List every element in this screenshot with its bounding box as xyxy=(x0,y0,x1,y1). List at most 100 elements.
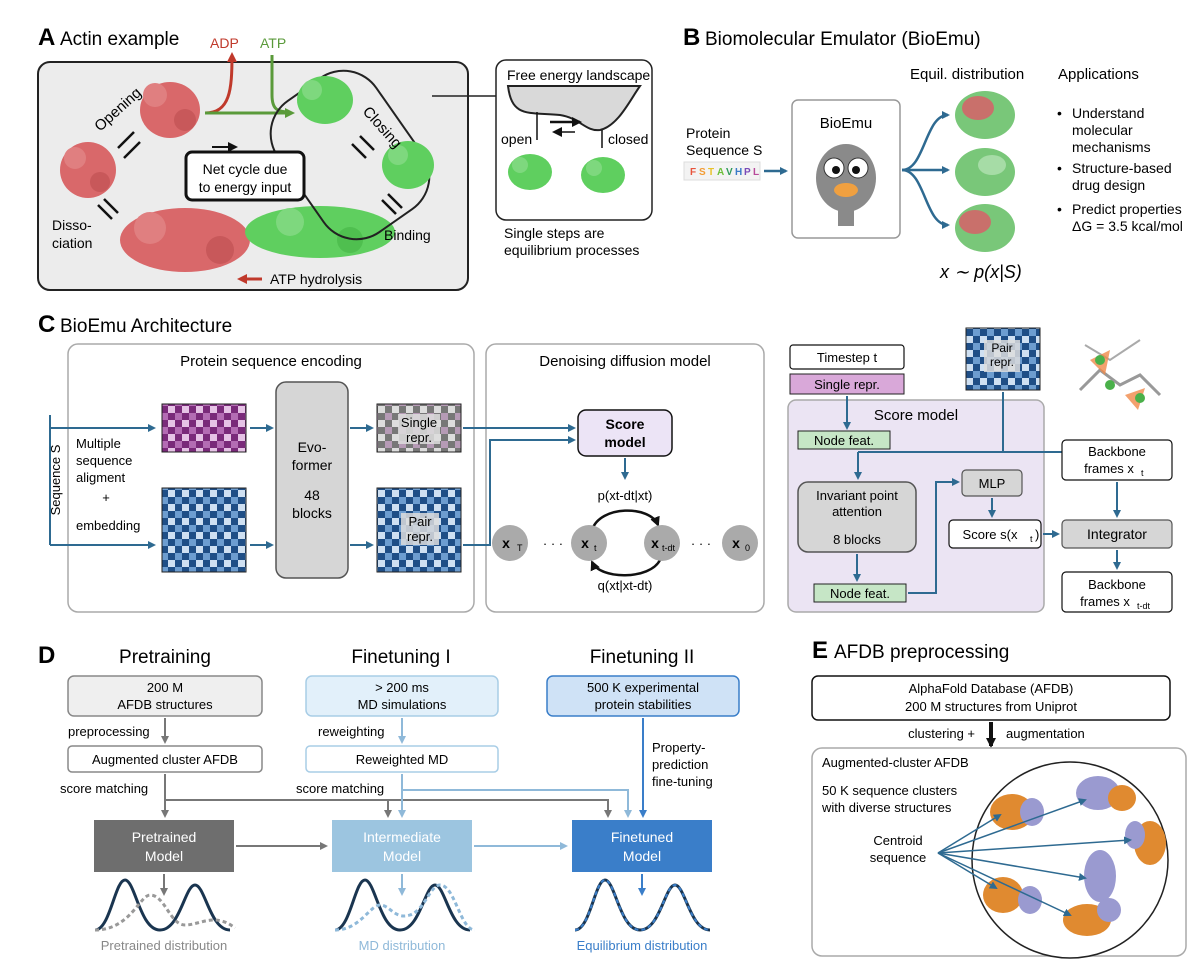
eq-dist-plot xyxy=(574,878,711,932)
svg-text:x: x xyxy=(732,535,740,551)
q-label: q(xt|xt-dt) xyxy=(598,578,653,593)
pretraining-title: Pretraining xyxy=(119,647,211,668)
augmented-box xyxy=(67,745,263,773)
clusters-line1: 50 K sequence clusters xyxy=(822,783,958,798)
clusters-line2: with diverse structures xyxy=(821,800,952,815)
score-matching-label1: score matching xyxy=(60,781,148,796)
svg-text:t: t xyxy=(594,543,597,553)
seq-letter: S xyxy=(699,167,706,178)
afdb-source-line2: AFDB structures xyxy=(117,697,213,712)
integrator-label: Integrator xyxy=(1087,526,1147,542)
finetuned-model-box xyxy=(572,820,712,872)
reverse-loop xyxy=(590,559,662,577)
structure-3 xyxy=(955,204,1015,252)
seq-strip xyxy=(683,161,761,181)
single-repr-strip xyxy=(789,373,905,395)
app2-line1: Structure-based xyxy=(1072,160,1172,176)
panel-b-title: Biomolecular Emulator (BioEmu) xyxy=(705,29,981,50)
preprocessing-label: preprocessing xyxy=(68,724,150,739)
finetuned-model-line2: Model xyxy=(623,848,661,864)
score-detail-title: Score model xyxy=(874,407,958,424)
md-source-box xyxy=(305,675,499,717)
panel-d: D Pretraining Finetuning I Finetuning II… xyxy=(38,642,740,953)
node-feat-top-label: Node feat. xyxy=(814,433,874,448)
mlp-box xyxy=(961,469,1023,497)
dissociation-arrows xyxy=(97,198,119,220)
panel-a-title: Actin example xyxy=(60,29,179,50)
svg-text:x: x xyxy=(581,535,589,551)
intermediate-model-line1: Intermediate xyxy=(363,829,441,845)
md-dist-plot xyxy=(334,878,476,932)
seq-letter: L xyxy=(753,167,759,178)
node-feat-bottom xyxy=(813,583,907,603)
reweighting-label: reweighting xyxy=(318,724,385,739)
integrator-box xyxy=(1061,519,1173,549)
encoding-title: Protein sequence encoding xyxy=(180,353,362,370)
plus-label: + xyxy=(102,490,110,505)
augmentation-label: augmentation xyxy=(1006,726,1085,741)
panel-a-letter: A xyxy=(38,24,55,51)
seq-letter: F xyxy=(690,167,696,178)
seq-letter: T xyxy=(708,167,714,178)
msa-line1: Multiple xyxy=(76,436,121,451)
pair-repr-line1: Pair xyxy=(408,514,432,529)
binding-label: Binding xyxy=(384,227,431,243)
augmented-cluster-title: Augmented-cluster AFDB xyxy=(822,755,969,770)
dissociation-line2: ciation xyxy=(52,235,92,251)
exp-source-line1: 500 K experimental xyxy=(587,680,699,695)
md-source-line1: > 200 ms xyxy=(375,680,429,695)
panel-c-letter: C xyxy=(38,311,55,338)
embedding-label: embedding xyxy=(76,518,140,533)
score-model-box xyxy=(577,409,673,457)
ppf-line2: prediction xyxy=(652,757,708,772)
node-to-mlp-arrow xyxy=(908,478,960,594)
backbone-molecule xyxy=(1078,339,1162,410)
svg-text:t-dt: t-dt xyxy=(662,543,676,553)
score-matching-label2: score matching xyxy=(296,781,384,796)
x0-node: x 0 xyxy=(722,525,758,561)
app1-line1: Understand xyxy=(1072,105,1144,121)
app2-line2: drug design xyxy=(1072,177,1145,193)
fel-protein-open xyxy=(508,154,552,190)
svg-text:0: 0 xyxy=(745,543,750,553)
panel-c-title: BioEmu Architecture xyxy=(60,316,232,337)
ppf-line1: Property- xyxy=(652,740,705,755)
score-model-line1: Score xyxy=(606,416,645,432)
dots-right: · · · xyxy=(691,536,711,551)
opening-arrows xyxy=(117,131,141,159)
evoformer-line4: blocks xyxy=(292,505,332,521)
xt-node: x t xyxy=(571,525,607,561)
ipa-line2: attention xyxy=(832,504,882,519)
evoformer-box xyxy=(275,381,349,579)
svg-text:•: • xyxy=(1057,160,1062,176)
panel-d-letter: D xyxy=(38,642,55,669)
emu-mascot xyxy=(816,144,876,226)
app3-line1: Predict properties xyxy=(1072,201,1182,217)
branch-arrow-bottom xyxy=(901,168,950,229)
afdb-db-box xyxy=(811,675,1171,721)
app-list: • Understand molecular mechanisms • Stru… xyxy=(1057,105,1183,234)
panel-b: B Biomolecular Emulator (BioEmu) Protein… xyxy=(683,24,1183,282)
single-repr-line1: Single xyxy=(401,415,437,430)
afdb-db-line2: 200 M structures from Uniprot xyxy=(905,699,1077,714)
afdb-db-line1: AlphaFold Database (AFDB) xyxy=(909,681,1074,696)
seq-letter: A xyxy=(717,167,724,178)
panel-b-letter: B xyxy=(683,24,700,51)
afdb-source-box xyxy=(67,675,263,717)
diffusion-title: Denoising diffusion model xyxy=(539,353,711,370)
finetuning1-title: Finetuning I xyxy=(351,647,450,668)
sequence-s-label: Sequence S xyxy=(48,444,63,515)
net-cycle-line2: to energy input xyxy=(199,179,292,195)
branch-arrow-top xyxy=(901,111,950,172)
panel-e-title: AFDB preprocessing xyxy=(834,642,1009,663)
backbone-tdt-line2: frames x xyxy=(1080,594,1130,609)
sm-pre-to-int-arrow xyxy=(165,799,392,818)
score-s-box xyxy=(948,519,1042,549)
app3-line2: ΔG = 3.5 kcal/mol xyxy=(1072,218,1183,234)
node-feat-bottom-label: Node feat. xyxy=(830,586,890,601)
finetuning2-title: Finetuning II xyxy=(590,647,695,668)
md-dist-label: MD distribution xyxy=(359,938,446,953)
equil-dist-label: Equil. distribution xyxy=(910,66,1024,83)
panel-e: E AFDB preprocessing AlphaFold Database … xyxy=(811,637,1187,959)
